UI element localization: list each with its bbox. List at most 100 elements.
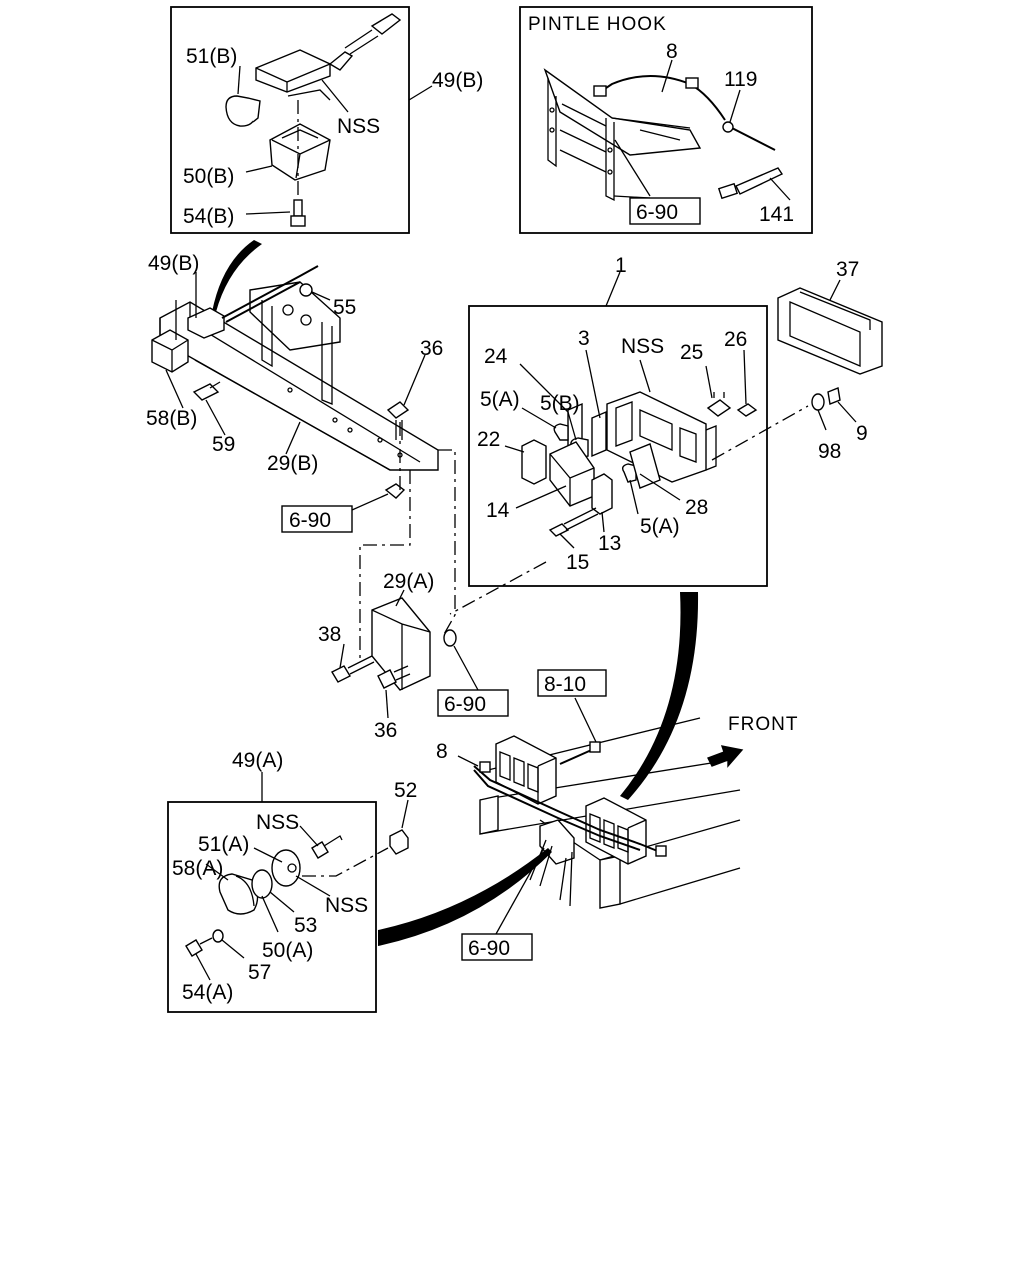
callout-54a: 54(A) <box>182 981 233 1004</box>
callout-5a-1: 5(A) <box>480 388 520 411</box>
gasket-3 <box>591 410 607 458</box>
callout-29b: 29(B) <box>267 452 318 475</box>
screw-54a <box>185 939 203 957</box>
callout-26: 26 <box>724 328 747 351</box>
bolt-38 <box>331 665 351 683</box>
screw-15 <box>548 523 570 537</box>
bracket-29a: 29(A) 38 36 6-90 <box>318 570 509 742</box>
callout-49a: 49(A) <box>232 749 283 772</box>
harness-8-pintle <box>593 75 776 151</box>
nut-25 <box>706 399 732 417</box>
callout-51b: 51(B) <box>186 45 237 68</box>
callout-50b: 50(B) <box>183 165 234 188</box>
callout-8-top: 8 <box>666 40 678 63</box>
callout-37: 37 <box>836 258 859 281</box>
callout-38: 38 <box>318 623 341 646</box>
callout-54b: 54(B) <box>183 205 234 228</box>
washer-98-nut-9: 98 9 <box>811 387 868 463</box>
callout-49b: 49(B) <box>148 252 199 275</box>
callout-58b: 58(B) <box>146 407 197 430</box>
inset-lamp-49a: 52 NSS 51(A) 58(A) NSS 53 50(A) 57 54(A) <box>167 779 417 1013</box>
lamp-housing-49b <box>255 13 402 101</box>
washer-57 <box>212 929 224 943</box>
callout-29a: 29(A) <box>383 570 434 593</box>
pintle-bracket <box>543 68 702 202</box>
connector-arc-49a <box>378 848 552 946</box>
connector-arc-plate <box>620 592 699 800</box>
front-label: FRONT <box>728 714 798 735</box>
callout-98: 98 <box>818 440 841 463</box>
inset-pintle-hook: PINTLE HOOK <box>519 6 813 234</box>
inset-frame-49a <box>167 801 377 1013</box>
callout-3: 3 <box>578 327 590 350</box>
lens-28 <box>629 443 661 489</box>
callout-58a: 58(A) <box>172 857 223 880</box>
inset-lamp-49b: 51(B) NSS 50(B) 54(B) <box>170 6 410 234</box>
ref-frame-6-90[interactable]: 6-90 <box>289 509 331 532</box>
lens-58a <box>218 873 259 915</box>
clip-13 <box>591 473 613 515</box>
callout-1: 1 <box>615 254 627 277</box>
callout-51a: 51(A) <box>198 833 249 856</box>
lens-50b <box>269 123 331 181</box>
ref-8-10[interactable]: 8-10 <box>544 673 586 696</box>
callout-22: 22 <box>477 428 500 451</box>
ref-chassis-6-90[interactable]: 6-90 <box>468 937 510 960</box>
callout-nss-bottom-1: NSS <box>256 811 299 834</box>
connector-arc-49b <box>212 240 262 312</box>
ref-box-pintle[interactable] <box>629 197 701 225</box>
frame-member-29b <box>151 265 439 499</box>
inset-plate-lamp-1: 1 <box>468 254 809 587</box>
cable-tie-141 <box>717 167 784 200</box>
callout-25: 25 <box>680 341 703 364</box>
ref-bracket-6-90[interactable]: 6-90 <box>444 693 486 716</box>
callout-5b: 5(B) <box>540 392 580 415</box>
pintle-title: PINTLE HOOK <box>528 14 667 35</box>
ref-box-chassis[interactable] <box>461 933 533 961</box>
bulb-51b <box>225 95 261 127</box>
callout-36-bottom: 36 <box>374 719 397 742</box>
callout-59: 59 <box>212 433 235 456</box>
callout-13: 13 <box>598 532 621 555</box>
callout-53: 53 <box>294 914 317 937</box>
callout-nss-top: NSS <box>337 115 380 138</box>
screw-54b <box>290 199 306 227</box>
callout-52: 52 <box>394 779 417 802</box>
ring-50a <box>251 869 273 899</box>
inset-frame-49b <box>170 6 410 234</box>
chassis-rear-view: FRONT 8 8-10 6-90 <box>436 669 798 961</box>
callout-9: 9 <box>856 422 868 445</box>
ref-box-bracket[interactable] <box>437 689 509 717</box>
housing-51a <box>271 849 301 887</box>
callout-55: 55 <box>333 296 356 319</box>
callout-5a-2: 5(A) <box>640 515 680 538</box>
callout-nss-bottom-2: NSS <box>325 894 368 917</box>
ref-pintle-6-90[interactable]: 6-90 <box>636 201 678 224</box>
cover-37: 37 <box>777 258 883 375</box>
callout-57: 57 <box>248 961 271 984</box>
bolt-26 <box>736 403 758 417</box>
clip-22 <box>521 439 547 485</box>
bolt-36-bottom <box>377 669 397 689</box>
callout-14: 14 <box>486 499 510 522</box>
bulb-5b <box>553 423 569 441</box>
connector-52 <box>389 829 409 855</box>
callout-28: 28 <box>685 496 708 519</box>
callout-119: 119 <box>724 68 757 91</box>
inset-frame-pintle <box>519 6 813 234</box>
grommet-55 <box>299 283 313 297</box>
inset-frame-plate-lamp <box>468 305 768 587</box>
callout-50a: 50(A) <box>262 939 313 962</box>
callout-36-top: 36 <box>420 337 443 360</box>
ref-box-frame[interactable] <box>281 505 353 533</box>
callout-8-bottom: 8 <box>436 740 448 763</box>
washer-bracket <box>443 629 457 647</box>
callout-24: 24 <box>484 345 508 368</box>
callout-nss-mid: NSS <box>621 335 664 358</box>
callout-15: 15 <box>566 551 589 574</box>
front-arrow-icon <box>707 745 744 768</box>
callout-49b-top: 49(B) <box>432 69 483 92</box>
callout-141: 141 <box>759 203 794 226</box>
ref-box-810[interactable] <box>537 669 607 697</box>
